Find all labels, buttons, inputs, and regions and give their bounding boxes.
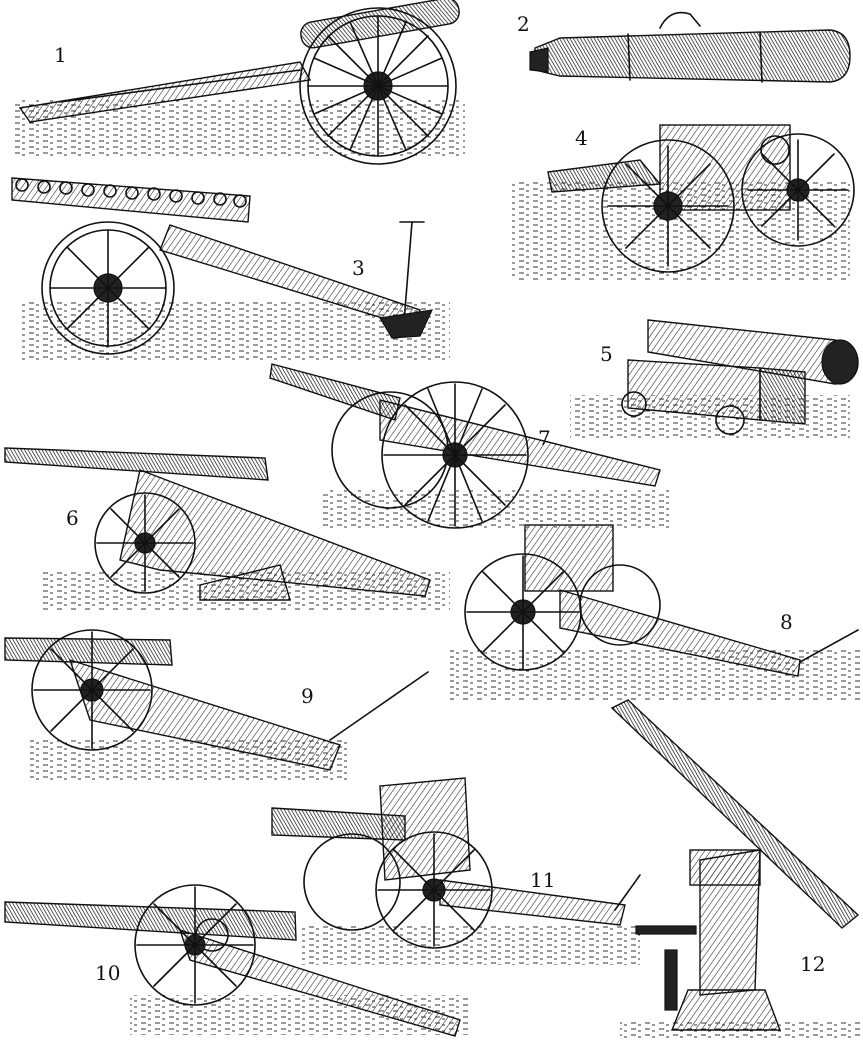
cannon-3	[11, 177, 450, 360]
cannon-1	[15, 0, 465, 165]
cannon-4	[510, 124, 855, 280]
cannon-10	[4, 884, 470, 1037]
cannon-6-wheel	[94, 492, 196, 594]
figure-number-1: 1	[54, 43, 67, 67]
cannon-3-wheel	[41, 221, 175, 355]
cannon-11	[271, 777, 641, 965]
cannon-8	[450, 524, 860, 700]
cannon-8-wheel	[464, 553, 582, 671]
figure-number-6: 6	[66, 506, 79, 530]
figure-number-4: 4	[575, 126, 588, 150]
cannon-9	[4, 629, 429, 780]
cannon-11-wheel	[375, 831, 493, 949]
cannon-4-wheel-front	[601, 139, 735, 273]
figure-number-3: 3	[352, 256, 365, 280]
figure-number-7: 7	[538, 426, 551, 450]
cannon-6	[4, 447, 450, 610]
figure-number-9: 9	[301, 684, 314, 708]
cannon-7	[269, 363, 670, 530]
figure-number-11: 11	[530, 868, 556, 892]
figure-number-10: 10	[95, 961, 121, 985]
cannon-1-wheel	[299, 7, 457, 165]
cannon-7-wheel-front	[381, 381, 529, 529]
cannon-2	[529, 11, 851, 83]
figure-number-8: 8	[780, 610, 793, 634]
cannon-10-wheel	[134, 884, 256, 1006]
figure-number-12: 12	[800, 952, 826, 976]
cannon-4-wheel-rear	[741, 133, 855, 247]
cannon-12	[610, 699, 860, 1040]
cannon-9-wheel	[31, 629, 153, 751]
figure-number-5: 5	[600, 342, 613, 366]
cannon-5	[570, 319, 859, 440]
figure-number-2: 2	[517, 12, 530, 36]
